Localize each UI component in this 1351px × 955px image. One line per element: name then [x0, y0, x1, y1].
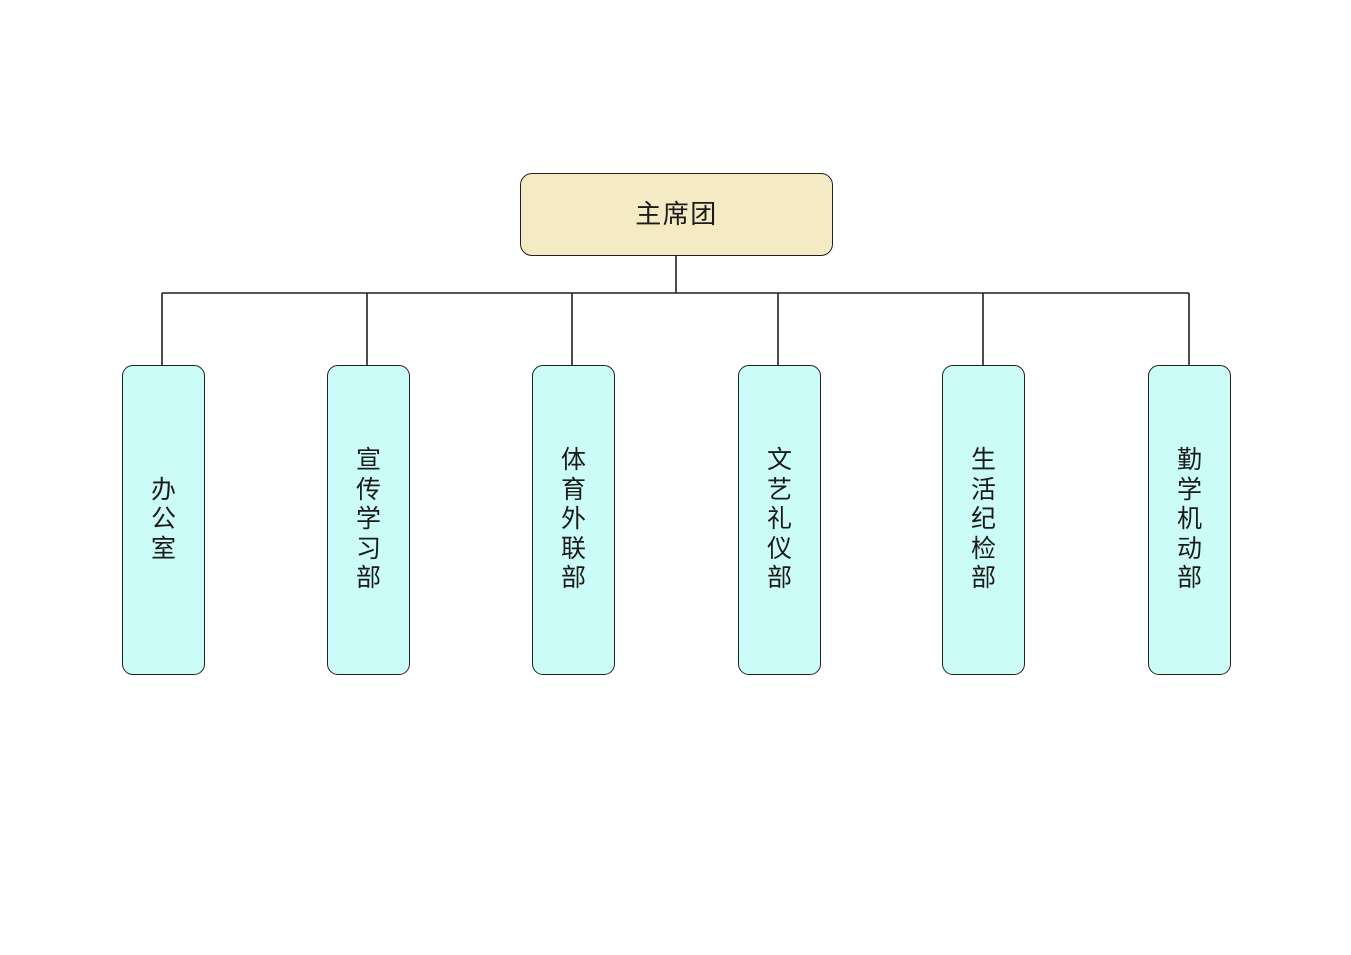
node-label-office: 办公室	[150, 476, 176, 563]
node-label-arts: 文艺礼仪部	[766, 447, 792, 593]
node-label-life: 生活纪检部	[970, 447, 996, 593]
node-label-presidium: 主席团	[635, 199, 718, 229]
node-sports[interactable]: 体育外联部	[532, 365, 615, 675]
node-publicity[interactable]: 宣传学习部	[327, 365, 410, 675]
node-study[interactable]: 勤学机动部	[1148, 365, 1231, 675]
node-office[interactable]: 办公室	[122, 365, 205, 675]
node-label-publicity: 宣传学习部	[355, 447, 381, 593]
node-arts[interactable]: 文艺礼仪部	[738, 365, 821, 675]
node-life[interactable]: 生活纪检部	[942, 365, 1025, 675]
node-presidium[interactable]: 主席团	[520, 173, 833, 256]
node-label-sports: 体育外联部	[560, 447, 586, 593]
node-label-study: 勤学机动部	[1176, 447, 1202, 593]
